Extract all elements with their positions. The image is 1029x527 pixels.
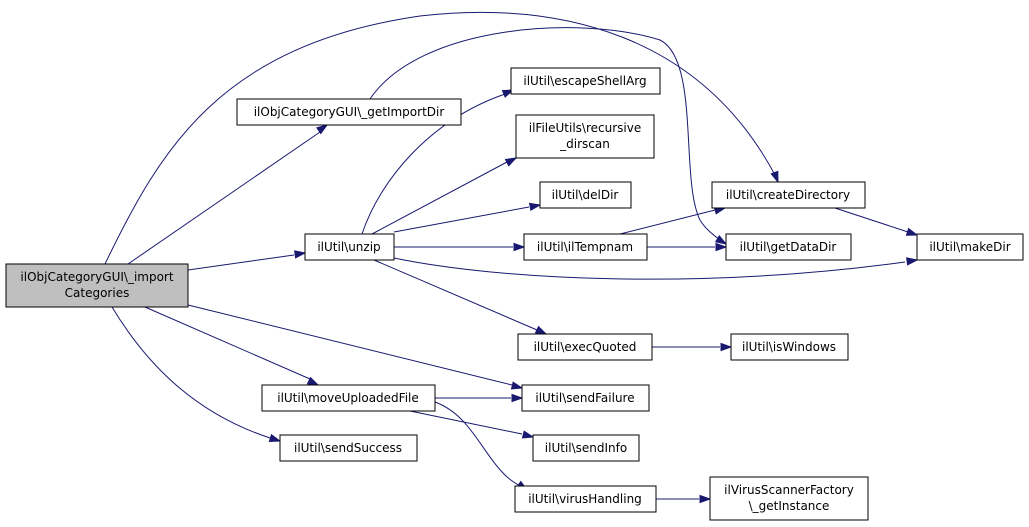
node-ilutil-getdatadir[interactable]: ilUtil\getDataDir xyxy=(725,233,852,261)
edge-line xyxy=(127,131,321,265)
edge-unzip-to-delDir xyxy=(393,202,542,233)
edge-arrowhead xyxy=(306,376,320,386)
edge-unzip-to-execQuoted xyxy=(373,259,548,335)
node-label: ilFileUtils\recursive xyxy=(529,121,641,135)
node-label: ilUtil\ilTempnam xyxy=(537,240,633,254)
node-ilutil-execquoted[interactable]: ilUtil\execQuoted xyxy=(517,333,653,361)
edge-importCategories-to-moveUploadedFile xyxy=(144,306,320,386)
node-label: ilUtil\virusHandling xyxy=(528,492,642,506)
edge-importCategories-to-createDirectory xyxy=(104,11,779,265)
edge-importCategories-to-getImportDir xyxy=(127,124,329,265)
node-ilutil-sendsuccess[interactable]: ilUtil\sendSuccess xyxy=(279,434,418,462)
edge-line xyxy=(371,161,508,235)
edge-moveUploadedFile-to-virusHandling xyxy=(434,401,529,491)
node-ilutil-sendinfo[interactable]: ilUtil\sendInfo xyxy=(532,434,640,462)
edge-line xyxy=(144,306,311,380)
node-label: _dirscan xyxy=(559,137,610,151)
edge-line xyxy=(187,254,295,271)
edge-arrowhead xyxy=(906,257,919,266)
edge-virusHandling-to-getInstance xyxy=(656,494,712,504)
edge-arrowhead xyxy=(720,342,733,352)
node-label: ilUtil\createDirectory xyxy=(726,188,850,202)
edge-importCategories-to-sendSuccess xyxy=(111,306,282,442)
edge-arrowhead xyxy=(770,170,779,184)
edge-arrowhead xyxy=(513,242,526,252)
edge-unzip-to-makeDir xyxy=(393,257,919,280)
edges-layer xyxy=(104,11,919,504)
node-ilfileutils-recursive-dirscan[interactable]: ilFileUtils\recursive _dirscan xyxy=(515,114,655,159)
node-label: ilUtil\makeDir xyxy=(929,240,1010,254)
node-label: ilUtil\delDir xyxy=(552,188,619,202)
node-ilutil-iltempnam[interactable]: ilUtil\ilTempnam xyxy=(523,233,648,261)
edge-arrowhead xyxy=(521,430,535,439)
node-ilutil-iswindows[interactable]: ilUtil\isWindows xyxy=(730,333,849,361)
edge-importCategories-to-unzip xyxy=(187,250,307,271)
edge-execQuoted-to-isWindows xyxy=(652,342,733,352)
edge-createDirectory-to-makeDir xyxy=(834,207,919,236)
node-label: ilObjCategoryGUI\_import xyxy=(20,270,173,284)
edge-arrowhead xyxy=(294,250,307,259)
edge-importCategories-to-sendFailure xyxy=(187,304,524,390)
edge-line xyxy=(393,257,906,280)
node-ilutil-makedir[interactable]: ilUtil\makeDir xyxy=(916,233,1024,261)
edge-arrowhead xyxy=(510,381,524,390)
edge-line xyxy=(619,209,716,235)
node-label: ilUtil\isWindows xyxy=(742,340,836,354)
node-ilobjcategorygui-importcategories[interactable]: ilObjCategoryGUI\_import Categories xyxy=(5,263,189,308)
edge-line xyxy=(434,401,525,489)
node-label: ilUtil\unzip xyxy=(317,240,380,254)
node-ilutil-createdirectory[interactable]: ilUtil\createDirectory xyxy=(711,181,866,209)
node-label: ilUtil\sendSuccess xyxy=(294,441,402,455)
edge-arrowhead xyxy=(268,433,282,442)
edge-line xyxy=(361,93,506,235)
edge-arrowhead xyxy=(504,157,518,167)
edge-ilTempnam-to-createDirectory xyxy=(619,206,727,235)
edge-arrowhead xyxy=(715,242,728,252)
node-label: ilUtil\execQuoted xyxy=(534,340,637,354)
node-ilvirusscannerfactory-getinstance[interactable]: ilVirusScannerFactory \_getInstance xyxy=(709,476,869,521)
edge-arrowhead xyxy=(315,124,329,135)
edge-arrowhead xyxy=(905,227,919,236)
node-label: ilObjCategoryGUI\_getImportDir xyxy=(254,105,445,119)
edge-moveUploadedFile-to-sendFailure xyxy=(435,393,524,403)
edge-arrowhead xyxy=(501,89,515,98)
node-ilutil-escapeshellarg[interactable]: ilUtil\escapeShellArg xyxy=(510,67,661,95)
edge-moveUploadedFile-to-sendInfo xyxy=(409,410,535,439)
edge-unzip-to-escapeShellArg xyxy=(361,89,515,235)
node-label: ilUtil\sendFailure xyxy=(535,391,634,405)
node-label: ilUtil\escapeShellArg xyxy=(523,74,646,88)
edge-line xyxy=(187,304,513,386)
edge-line xyxy=(111,306,271,439)
edge-line xyxy=(369,27,721,241)
edge-line xyxy=(104,11,776,265)
node-ilutil-virushandling[interactable]: ilUtil\virusHandling xyxy=(514,485,657,513)
edge-line xyxy=(409,410,523,435)
edge-arrowhead xyxy=(528,202,542,212)
edge-getImportDir-to-getDataDir xyxy=(369,27,728,245)
node-ilobjcategorygui-getimportdir[interactable]: ilObjCategoryGUI\_getImportDir xyxy=(236,98,462,126)
node-label: ilUtil\sendInfo xyxy=(545,441,627,455)
edge-line xyxy=(834,207,909,233)
edge-unzip-to-ilTempnam xyxy=(394,242,526,252)
edge-line xyxy=(373,259,538,331)
edge-arrowhead xyxy=(714,234,728,245)
edge-unzip-to-recursiveDirscan xyxy=(371,157,518,235)
node-ilutil-moveuploadedfile[interactable]: ilUtil\moveUploadedFile xyxy=(261,384,436,412)
node-ilutil-unzip[interactable]: ilUtil\unzip xyxy=(304,233,395,261)
edge-arrowhead xyxy=(534,325,548,335)
node-label: ilVirusScannerFactory xyxy=(724,483,854,497)
edge-line xyxy=(393,206,530,233)
node-label: ilUtil\moveUploadedFile xyxy=(277,391,419,405)
node-label: Categories xyxy=(65,286,130,300)
node-label: ilUtil\getDataDir xyxy=(740,240,837,254)
node-label: \_getInstance xyxy=(749,499,830,513)
node-ilutil-deldir[interactable]: ilUtil\delDir xyxy=(539,181,632,209)
node-ilutil-sendfailure[interactable]: ilUtil\sendFailure xyxy=(521,384,650,412)
edge-ilTempnam-to-getDataDir xyxy=(647,242,728,252)
edge-arrowhead xyxy=(699,494,712,504)
edge-arrowhead xyxy=(511,393,524,403)
